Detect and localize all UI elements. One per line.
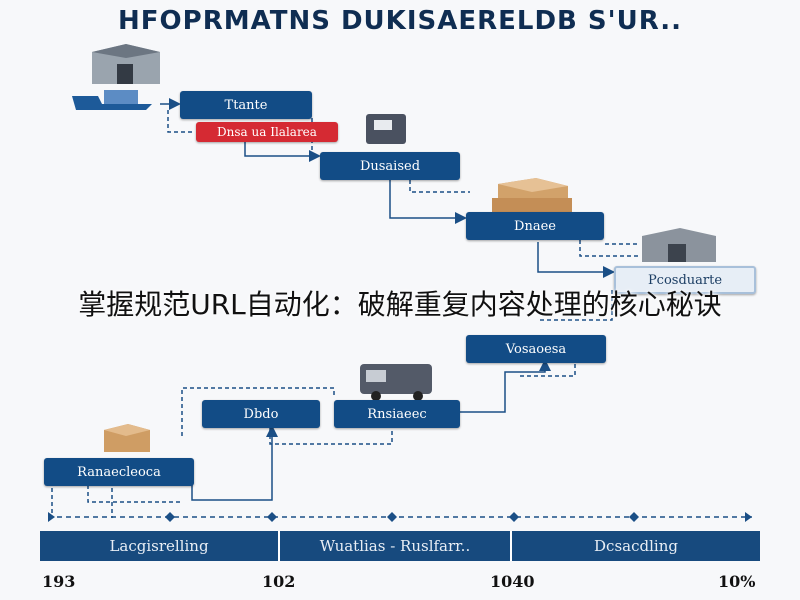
step-box-5: Pcosduarte bbox=[614, 266, 756, 294]
step-box-6: Vosaoesa bbox=[466, 335, 606, 363]
step-box-4: Dnaee bbox=[466, 212, 604, 240]
timeline-segment-2: Wuatlias - Ruslfarr.. bbox=[280, 531, 512, 561]
timeline-tick-4: 10% bbox=[718, 572, 756, 591]
step-box-2-alert: Dnsa ua Ilalarea bbox=[196, 122, 338, 142]
step-box-3: Dusaised bbox=[320, 152, 460, 180]
package-icon bbox=[492, 178, 572, 212]
step-box-9: Ranaecleoca bbox=[44, 458, 194, 486]
timeline-tick-1: 193 bbox=[42, 572, 76, 591]
server-icon bbox=[366, 114, 406, 144]
warehouse-icon bbox=[92, 44, 160, 84]
building-icon bbox=[642, 228, 716, 262]
truck-icon bbox=[72, 90, 152, 110]
timeline-tick-3: 1040 bbox=[490, 572, 535, 591]
step-box-8: Rnsiaeec bbox=[334, 400, 460, 428]
step-box-1: Ttante bbox=[180, 91, 312, 119]
timeline-segment-3: Dcsacdling bbox=[512, 531, 760, 561]
timeline-tick-2: 102 bbox=[262, 572, 296, 591]
overlay-caption: 掌握规范URL自动化：破解重复内容处理的核心秘诀 bbox=[78, 288, 722, 321]
delivery-truck-icon bbox=[360, 364, 432, 401]
step-box-7: Dbdo bbox=[202, 400, 320, 428]
timeline-band: Lacgisrelling Wuatlias - Ruslfarr.. Dcsa… bbox=[40, 531, 760, 561]
diagram-title: HFOPRMATNS DUKISAERELDB S'UR.. bbox=[118, 6, 682, 36]
timeline-segment-1: Lacgisrelling bbox=[40, 531, 280, 561]
box-icon bbox=[104, 424, 150, 452]
